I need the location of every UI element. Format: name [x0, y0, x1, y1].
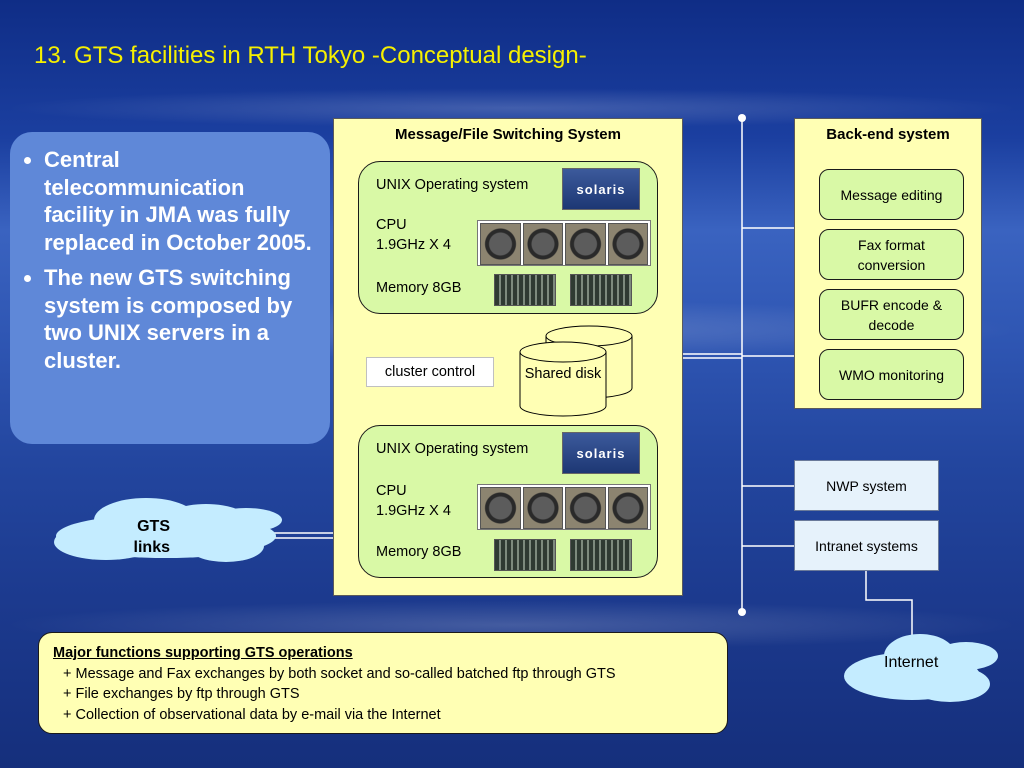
cpu-chip-icon: [522, 487, 563, 529]
memory-label: Memory 8GB: [376, 544, 462, 560]
backend-item-message-editing: Message editing: [819, 169, 964, 220]
function-item: + Collection of observational data by e-…: [63, 706, 441, 723]
shared-disk-icon: [519, 325, 633, 417]
cluster-control-label: cluster control: [366, 357, 494, 387]
unix-server-2: UNIX Operating system solaris CPU 1.9GHz…: [358, 425, 658, 578]
gts-links-cloud-icon: [54, 498, 282, 562]
backend-item-wmo-monitoring: WMO monitoring: [819, 349, 964, 400]
cpu-chips: [477, 484, 651, 530]
cpu-chip-icon: [480, 487, 521, 529]
memory-label: Memory 8GB: [376, 280, 462, 296]
solaris-logo-icon: solaris: [562, 168, 640, 210]
cpu-chips: [477, 220, 651, 266]
cpu-chip-icon: [607, 487, 648, 529]
nwp-system-box: NWP system: [794, 460, 939, 511]
internet-cloud-icon: [844, 634, 998, 702]
intranet-systems-box: Intranet systems: [794, 520, 939, 571]
memory-module-icon: [494, 539, 556, 571]
os-label: UNIX Operating system: [376, 441, 529, 457]
cpu-chip-icon: [607, 223, 648, 265]
major-functions-box: Major functions supporting GTS operation…: [38, 632, 728, 734]
backend-item-fax-conversion: Fax format conversion: [819, 229, 964, 280]
memory-module-icon: [494, 274, 556, 306]
major-functions-heading: Major functions supporting GTS operation…: [53, 645, 353, 661]
memory-module-icon: [570, 274, 632, 306]
summary-box: Central telecommunication facility in JM…: [10, 132, 330, 444]
bullet-item: Central telecommunication facility in JM…: [44, 146, 320, 256]
page-title: 13. GTS facilities in RTH Tokyo -Concept…: [34, 42, 587, 69]
cpu-chip-icon: [565, 223, 606, 265]
function-item: + Message and Fax exchanges by both sock…: [63, 665, 616, 682]
internet-label: Internet: [884, 654, 939, 671]
switching-system-title: Message/File Switching System: [395, 126, 621, 143]
shared-disk-label: Shared disk: [524, 366, 602, 382]
cpu-spec: 1.9GHz X 4: [376, 237, 451, 253]
backend-item-bufr: BUFR encode & decode: [819, 289, 964, 340]
function-item: + File exchanges by ftp through GTS: [63, 686, 300, 702]
unix-server-1: UNIX Operating system solaris CPU 1.9GHz…: [358, 161, 658, 314]
cpu-spec: 1.9GHz X 4: [376, 503, 451, 519]
cpu-label: CPU: [376, 217, 407, 233]
bullet-item: The new GTS switching system is composed…: [44, 264, 320, 374]
cpu-chip-icon: [565, 487, 606, 529]
cpu-chip-icon: [480, 223, 521, 265]
backend-system-title: Back-end system: [826, 126, 950, 143]
gts-links-label: GTS links: [133, 518, 170, 556]
memory-module-icon: [570, 539, 632, 571]
cpu-label: CPU: [376, 483, 407, 499]
solaris-logo-icon: solaris: [562, 432, 640, 474]
os-label: UNIX Operating system: [376, 177, 529, 193]
cpu-chip-icon: [522, 223, 563, 265]
